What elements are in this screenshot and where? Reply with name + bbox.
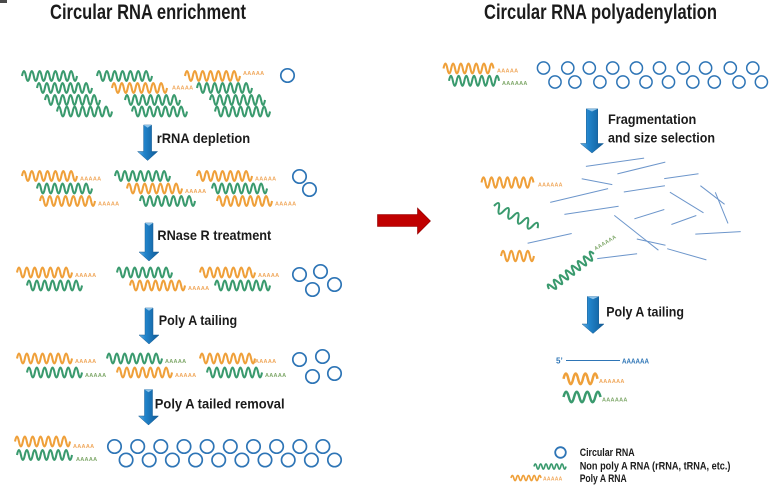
svg-text:Poly A RNA: Poly A RNA: [580, 473, 627, 485]
svg-text:AAAAA: AAAAA: [255, 177, 276, 183]
svg-text:AAAAA: AAAAA: [75, 273, 96, 279]
svg-text:AAAAAA: AAAAAA: [502, 81, 528, 87]
svg-text:AAAAA: AAAAA: [185, 189, 206, 195]
svg-text:AAAAA: AAAAA: [265, 373, 286, 379]
svg-text:AAAAA: AAAAA: [98, 202, 119, 208]
svg-text:Poly A tailed removal: Poly A tailed removal: [155, 396, 285, 412]
svg-text:Poly A tailing: Poly A tailing: [159, 312, 237, 328]
svg-text:Circular RNA: Circular RNA: [580, 447, 635, 459]
svg-text:5’: 5’: [556, 357, 563, 366]
svg-text:AAAAA: AAAAA: [188, 286, 209, 292]
svg-text:AAAAA: AAAAA: [497, 69, 518, 75]
svg-text:AAAAA: AAAAA: [73, 444, 94, 450]
svg-text:AAAAA: AAAAA: [75, 359, 96, 365]
svg-text:AAAAA: AAAAA: [172, 86, 193, 92]
svg-text:AAAAA: AAAAA: [76, 457, 97, 463]
svg-text:AAAAAA: AAAAAA: [602, 398, 628, 404]
svg-text:AAAAA: AAAAA: [258, 273, 279, 279]
svg-text:rRNA depletion: rRNA depletion: [157, 130, 251, 146]
svg-text:Circular RNA polyadenylation: Circular RNA polyadenylation: [484, 0, 717, 24]
svg-text:AAAAAA: AAAAAA: [538, 182, 563, 188]
svg-text:AAAAAA: AAAAAA: [599, 379, 625, 385]
svg-text:AAAAA: AAAAA: [175, 373, 196, 379]
svg-text:AAAAA: AAAAA: [275, 202, 296, 208]
svg-text:RNase R treatment: RNase R treatment: [157, 227, 271, 243]
svg-text:AAAAA: AAAAA: [255, 359, 276, 365]
svg-text:Fragmentation: Fragmentation: [608, 111, 696, 127]
svg-text:Poly A tailing: Poly A tailing: [606, 304, 684, 320]
svg-text:AAAAA: AAAAA: [85, 373, 106, 379]
svg-text:AAAAA: AAAAA: [165, 359, 186, 365]
svg-text:and size selection: and size selection: [608, 130, 715, 146]
svg-text:Circular RNA enrichment: Circular RNA enrichment: [50, 0, 246, 24]
svg-text:Non poly A RNA (rRNA, tRNA, et: Non poly A RNA (rRNA, tRNA, etc.): [580, 460, 731, 472]
svg-text:AAAAA: AAAAA: [80, 177, 101, 183]
svg-text:AAAAA: AAAAA: [543, 477, 563, 483]
svg-text:AAAAAA: AAAAAA: [622, 357, 649, 366]
svg-text:AAAAA: AAAAA: [243, 71, 264, 77]
